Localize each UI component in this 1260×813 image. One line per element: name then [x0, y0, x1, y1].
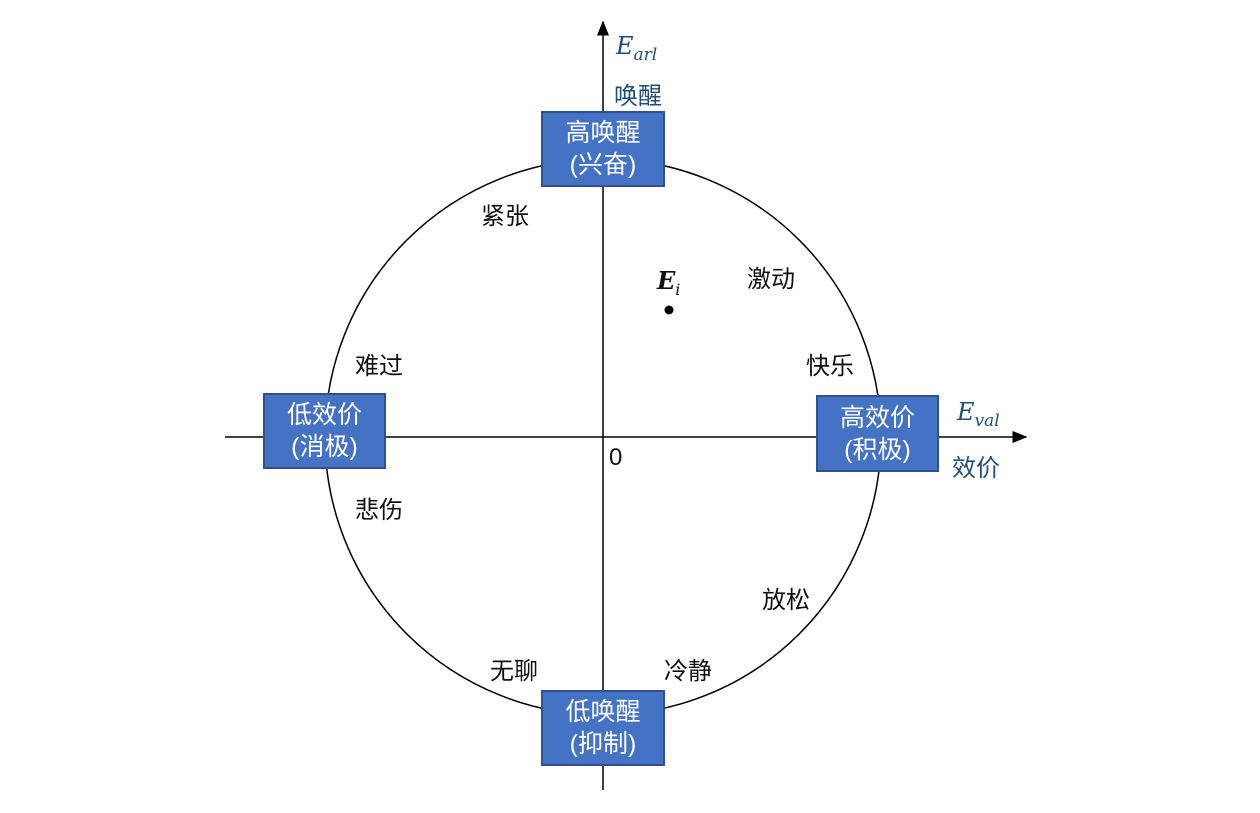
- pole-line1: 高效价: [839, 403, 915, 432]
- pole-line1: 高唤醒: [565, 119, 641, 147]
- pole-line2: (消极): [291, 433, 358, 461]
- emotion-relaxed: 放松: [762, 587, 810, 614]
- y-axis-label: 唤醒: [614, 83, 662, 110]
- point-ei-label: Ei: [657, 266, 681, 299]
- emotion-excited: 激动: [747, 266, 795, 293]
- emotion-tense: 紧张: [481, 203, 529, 230]
- emotion-sorrow: 悲伤: [355, 497, 403, 524]
- pole-line2: (积极): [844, 435, 911, 464]
- pole-line1: 低唤醒: [565, 698, 641, 726]
- y-axis-symbol: Earl: [616, 32, 658, 65]
- emotion-bored: 无聊: [490, 658, 538, 685]
- x-axis-label: 效价: [952, 455, 1000, 482]
- emotion-happy: 快乐: [806, 353, 854, 380]
- pole-low-arousal: 低唤醒 (抑制): [541, 690, 665, 766]
- point-ei: [664, 305, 674, 315]
- emotion-calm: 冷静: [664, 658, 712, 685]
- pole-low-valence: 低效价 (消极): [263, 393, 386, 469]
- pole-line1: 低效价: [286, 401, 362, 429]
- pole-high-arousal: 高唤醒 (兴奋): [541, 111, 665, 187]
- x-axis-symbol: Eval: [957, 398, 1000, 431]
- emotion-sad: 难过: [355, 353, 403, 380]
- pole-high-valence: 高效价 (积极): [816, 395, 939, 472]
- origin-label: 0: [609, 444, 623, 471]
- pole-line2: (抑制): [569, 730, 637, 758]
- pole-line2: (兴奋): [569, 151, 637, 179]
